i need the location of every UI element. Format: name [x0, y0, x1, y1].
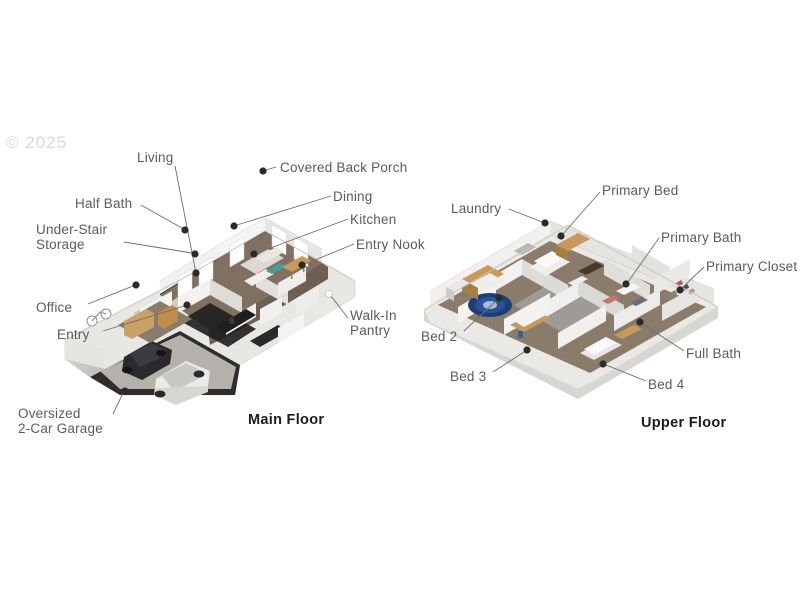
label-half-bath: Half Bath: [75, 196, 133, 211]
label-primary-closet: Primary Closet: [706, 259, 798, 274]
label-living: Living: [137, 150, 174, 165]
label-walk-in-pantry: Walk-In Pantry: [350, 308, 397, 338]
label-bed-3: Bed 3: [450, 369, 487, 384]
label-kitchen: Kitchen: [350, 212, 397, 227]
upper-floor-model: [423, 221, 719, 399]
label-primary-bath: Primary Bath: [661, 230, 742, 245]
label-covered-back-porch: Covered Back Porch: [280, 160, 408, 175]
label-dining: Dining: [333, 189, 373, 204]
label-oversized-2-car-garage: Oversized 2-Car Garage: [18, 406, 103, 436]
upper-floor-title: Upper Floor: [641, 415, 727, 431]
label-laundry: Laundry: [451, 201, 502, 216]
label-entry-nook: Entry Nook: [356, 237, 425, 252]
label-bed-2: Bed 2: [421, 329, 458, 344]
label-office: Office: [36, 300, 73, 315]
main-floor-title: Main Floor: [248, 412, 325, 428]
main-floor-model: [64, 218, 356, 405]
label-full-bath: Full Bath: [686, 346, 742, 361]
label-under-stair-storage: Under-Stair Storage: [36, 222, 108, 252]
label-primary-bed: Primary Bed: [602, 183, 679, 198]
label-entry: Entry: [57, 327, 90, 342]
copyright-watermark: © 2025: [6, 133, 68, 152]
label-bed-4: Bed 4: [648, 377, 685, 392]
